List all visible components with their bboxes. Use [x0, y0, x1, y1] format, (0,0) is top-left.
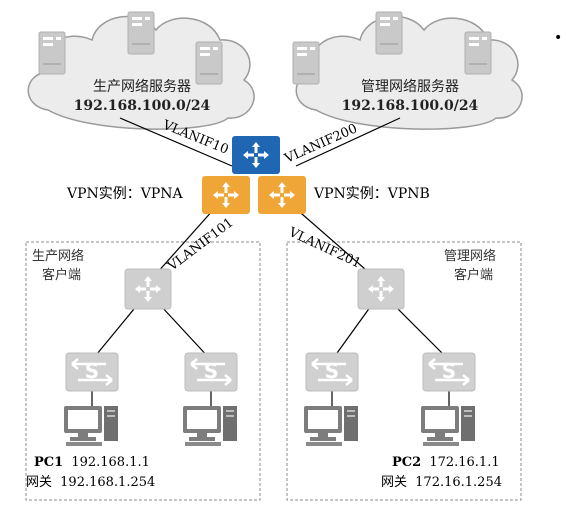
management-zone-label-line1: 管理网络	[444, 248, 496, 264]
link-vlanif200	[295, 117, 401, 167]
pc1-ip: 192.168.1.1	[71, 455, 150, 470]
pc2-name: PC2	[392, 455, 421, 470]
pc2-label: PC2 172.16.1.1	[392, 455, 500, 470]
aggregation-switch-a	[124, 268, 172, 310]
server-icon	[38, 31, 66, 75]
pc1-icon	[64, 406, 118, 446]
core-router	[232, 136, 280, 174]
vpnb-label: VPN实例：VPNB	[313, 186, 430, 202]
vpna-router	[202, 176, 250, 214]
pc2-gateway: 网关 172.16.1.254	[381, 475, 502, 490]
production-zone-label-line1: 生产网络	[32, 248, 84, 264]
vpnb-router	[258, 176, 306, 214]
server-icon	[195, 41, 223, 85]
management-zone-label-line2: 客户端	[454, 267, 493, 283]
pc2-ip: 172.16.1.1	[429, 455, 499, 470]
server-icon	[375, 11, 403, 55]
pc1-gateway-ip: 192.168.1.254	[60, 475, 155, 490]
production-cloud-label: 生产网络服务器	[93, 79, 191, 95]
access-switch-icon	[421, 351, 477, 393]
access-switch-icon	[183, 351, 239, 393]
production-zone-label-line2: 客户端	[42, 267, 81, 283]
pc1-name: PC1	[34, 455, 63, 470]
vlanif200-label: VLANIF200	[282, 121, 360, 167]
pc1-gateway-label: 网关	[26, 475, 52, 490]
server-icon	[464, 31, 492, 75]
management-cloud-subnet: 192.168.100.0/24	[342, 98, 479, 114]
pc1-label: PC1 192.168.1.1	[34, 455, 150, 470]
access-switch-icon	[304, 351, 360, 393]
management-cloud-label: 管理网络服务器	[361, 79, 459, 95]
bullet-mark: •	[554, 30, 562, 46]
production-client-zone	[25, 241, 261, 501]
pc-icon	[304, 406, 358, 446]
pc2-gateway-ip: 172.16.1.254	[415, 475, 502, 490]
production-cloud-subnet: 192.168.100.0/24	[74, 98, 211, 114]
server-icon	[127, 11, 155, 55]
pc2-icon	[421, 406, 475, 446]
vpna-label: VPN实例：VPNA	[66, 186, 184, 202]
aggregation-switch-b	[357, 268, 405, 310]
pc1-gateway: 网关 192.168.1.254	[26, 475, 155, 490]
access-switch-icon	[64, 351, 120, 393]
pc2-gateway-label: 网关	[381, 475, 407, 490]
link-vlanif10	[119, 117, 233, 167]
management-client-zone	[286, 241, 522, 501]
pc-icon	[183, 406, 237, 446]
vlanif201-label: VLANIF201	[285, 225, 363, 272]
server-icon	[292, 41, 320, 85]
